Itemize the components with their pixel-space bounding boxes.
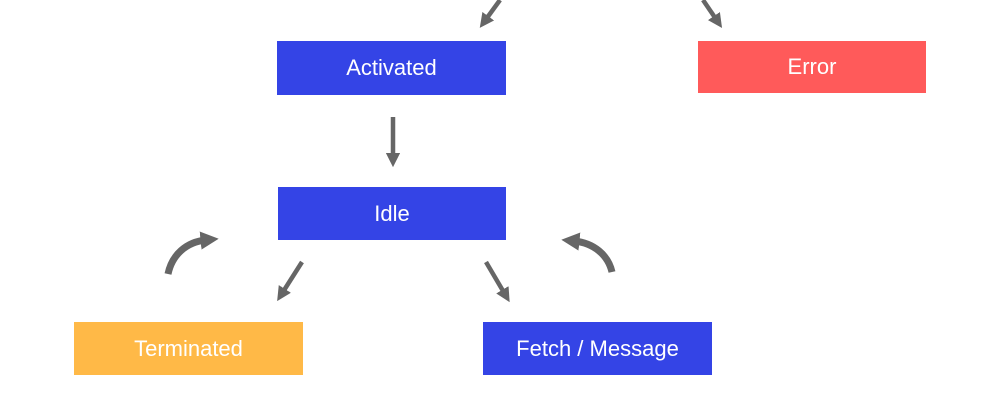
arrow-idle-to-terminated: [277, 260, 304, 302]
state-error-label: Error: [787, 54, 837, 79]
state-fetch-message: Fetch / Message: [483, 322, 712, 375]
curved-arrow-terminated-to-idle: [164, 231, 219, 275]
arrow-into-error: [701, 0, 723, 28]
state-terminated-label: Terminated: [134, 335, 243, 361]
state-error: Error: [698, 41, 926, 93]
state-idle-label: Idle: [374, 200, 410, 226]
state-activated: Activated: [277, 41, 506, 95]
curved-arrow-fetch-to-idle: [561, 232, 616, 274]
arrow-idle-to-fetch: [484, 260, 510, 303]
state-terminated: Terminated: [74, 322, 303, 375]
arrow-into-activated: [479, 0, 502, 28]
state-fetch-message-label: Fetch / Message: [516, 335, 679, 361]
state-activated-label: Activated: [346, 55, 437, 80]
state-idle: Idle: [278, 187, 506, 240]
